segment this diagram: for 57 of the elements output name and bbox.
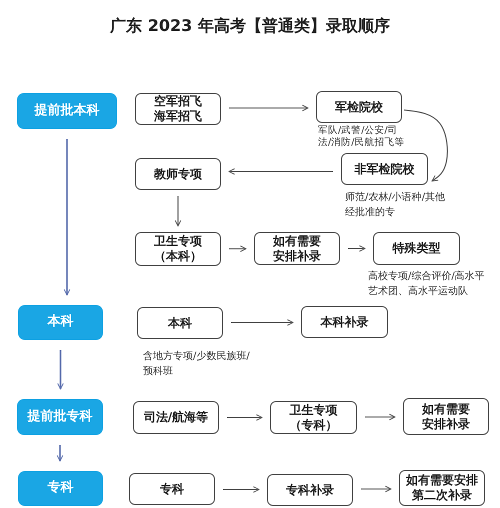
note-text: 高校专项/综合评价/高水平艺术团、高水平运动队 [368, 270, 486, 298]
arrow [56, 445, 64, 462]
node-text: 专科补录 [286, 482, 334, 498]
node-text: 军检院校 [335, 100, 383, 114]
batch-box [17, 399, 103, 435]
process-box [341, 153, 428, 185]
arrow [227, 414, 262, 421]
node-text: 如有需要安排第二次补录 [406, 473, 478, 503]
arrow [228, 168, 333, 175]
node-text: 教师专项 [154, 166, 202, 182]
process-box [129, 473, 215, 505]
node-text: 提前批本科 [34, 102, 100, 120]
arrow [57, 350, 64, 390]
arrow [223, 486, 260, 493]
arrow [348, 245, 366, 252]
batch-box [18, 305, 103, 340]
process-box [267, 474, 353, 506]
arrow [365, 414, 396, 420]
process-box [373, 232, 460, 265]
node-text: 如有需要安排补录 [422, 402, 470, 432]
arrow [404, 109, 448, 182]
process-box [135, 158, 221, 190]
process-box [135, 232, 221, 266]
node-text: 空军招飞海军招飞 [154, 94, 202, 124]
arrow [64, 139, 70, 296]
node-text: 专科 [160, 482, 184, 496]
node-text: 本科 [48, 314, 74, 331]
note-text: 师范/农林/小语种/其他经批准的专 [345, 191, 446, 220]
process-box [254, 232, 340, 265]
arrow [174, 196, 182, 226]
batch-box [17, 93, 117, 129]
node-text: 专科 [48, 480, 74, 497]
node-text: 司法/航海等 [144, 410, 208, 425]
process-box [403, 398, 489, 435]
node-text: 如有需要安排补录 [273, 234, 321, 264]
arrow [229, 246, 246, 252]
arrow [229, 104, 308, 112]
node-text: 非军检院校 [354, 162, 414, 176]
node-text: 本科 [168, 316, 192, 330]
note-text: 军队/武警/公安/司法/消防/民航招飞等 [318, 125, 406, 149]
node-text: 特殊类型 [392, 241, 440, 256]
process-box [133, 401, 219, 434]
process-box [135, 93, 221, 125]
batch-box [18, 471, 103, 506]
node-text: 卫生专项（专科） [290, 402, 338, 432]
process-box [137, 307, 223, 339]
node-text: 本科补录 [320, 314, 368, 330]
node-text: 卫生专项（本科） [154, 234, 202, 264]
arrow [361, 486, 392, 492]
note-text: 含地方专项/少数民族班/预科班 [143, 350, 251, 378]
process-box [399, 470, 485, 506]
node-text: 提前批专科 [28, 408, 92, 426]
process-box [301, 306, 388, 338]
process-box [270, 401, 357, 434]
process-box [316, 91, 402, 123]
arrow [231, 319, 294, 326]
title: 广东 2023 年高考【普通类】录取顺序 [108, 16, 391, 37]
